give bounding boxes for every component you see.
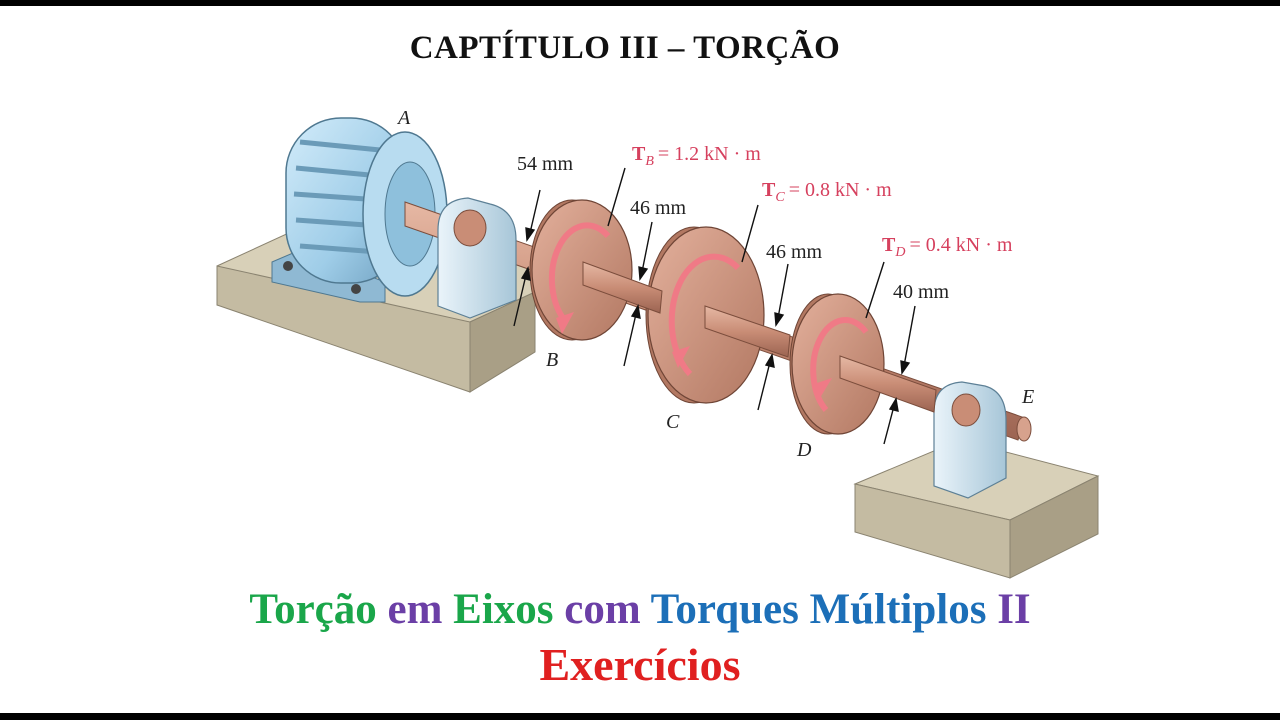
chapter-title: CAPTÍTULO III – TORÇÃO [409, 30, 841, 66]
title-word: Múltiplos [809, 586, 987, 633]
lesson-title: Torção em Eixos com Torques Múltiplos II [0, 585, 1280, 634]
shaft-diagram: A B C D E 54 mm 46 mm 46 mm 40 mm TB= 1.… [216, 107, 1100, 579]
diameter-label-3: 46 mm [766, 241, 823, 263]
title-word: Torção [249, 586, 377, 633]
diameter-label-2: 46 mm [630, 197, 687, 219]
label-d: D [796, 439, 812, 461]
torque-label-c: TC= 0.8 kN · m [762, 179, 892, 205]
bearing-right [933, 381, 1007, 499]
bottom-border [0, 713, 1280, 720]
torque-label-b: TB= 1.2 kN · m [632, 143, 761, 169]
diameter-label-4: 40 mm [893, 281, 950, 303]
title-word: Eixos [453, 586, 554, 633]
top-border [0, 0, 1280, 6]
label-c: C [666, 411, 680, 433]
lesson-subtitle: Exercícios [539, 639, 741, 690]
diameter-label-1: 54 mm [517, 153, 574, 175]
torque-label-d: TD= 0.4 kN · m [882, 234, 1013, 260]
title-word: em [387, 586, 443, 633]
bearing-left [437, 197, 517, 319]
title-word: II [997, 586, 1031, 633]
disc-b [529, 199, 633, 341]
disc-d [789, 293, 885, 435]
label-a: A [396, 107, 411, 129]
title-word: com [564, 586, 641, 633]
shaft-front-segments [582, 261, 937, 413]
label-b: B [546, 349, 558, 371]
title-word: Torques [650, 586, 799, 633]
label-e: E [1021, 386, 1034, 408]
dimension-arrows [513, 167, 916, 445]
